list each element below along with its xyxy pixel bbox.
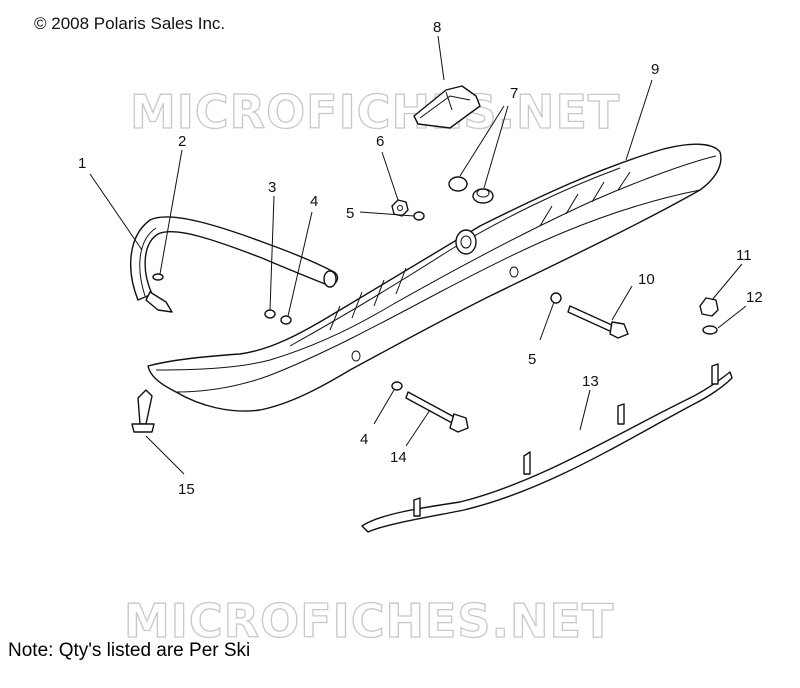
part-bolt-lower[interactable] [405, 391, 469, 433]
callout-13: 13 [582, 373, 599, 390]
part-washer-right[interactable] [702, 325, 718, 335]
part-washer-bottom[interactable] [391, 381, 403, 391]
callout-7: 7 [510, 85, 518, 102]
part-bushing-flat[interactable] [448, 176, 468, 192]
watermark-top: MICROFICHES.NET [130, 85, 620, 139]
quantity-note: Note: Qty's listed are Per Ski [8, 640, 251, 661]
callout-9: 9 [651, 61, 659, 78]
callout-2: 2 [178, 133, 186, 150]
callout-6: 6 [376, 133, 384, 150]
watermark-bottom: MICROFICHES.NET [124, 594, 614, 648]
callout-4: 4 [310, 193, 318, 210]
part-wear-bar[interactable] [361, 363, 733, 533]
part-nut-small[interactable] [264, 309, 276, 319]
part-ski-handle[interactable] [130, 216, 339, 301]
callout-5-lower: 5 [528, 351, 536, 368]
part-bolt-bottom[interactable] [131, 389, 155, 433]
callout-10: 10 [638, 271, 655, 288]
part-ski[interactable] [147, 143, 722, 412]
callout-1: 1 [78, 155, 86, 172]
callout-3: 3 [268, 179, 276, 196]
callout-15: 15 [178, 481, 195, 498]
part-washer-left[interactable] [280, 315, 292, 325]
callout-4-lower: 4 [360, 431, 368, 448]
part-bushing-flanged[interactable] [472, 188, 494, 204]
callout-12: 12 [746, 289, 763, 306]
callout-8: 8 [433, 19, 441, 36]
part-washer-side[interactable] [550, 292, 562, 304]
part-nut-right[interactable] [699, 297, 719, 317]
part-handle-bolt[interactable] [145, 273, 173, 313]
part-bolt-long[interactable] [567, 305, 629, 339]
part-ski-pad[interactable] [413, 85, 481, 129]
callout-14: 14 [390, 449, 407, 466]
callout-11: 11 [736, 247, 752, 264]
leader-lines [89, 35, 747, 475]
copyright-text: © 2008 Polaris Sales Inc. [34, 14, 226, 33]
part-washer-top[interactable] [413, 211, 425, 221]
callout-5: 5 [346, 205, 354, 222]
part-nut[interactable] [391, 199, 409, 217]
